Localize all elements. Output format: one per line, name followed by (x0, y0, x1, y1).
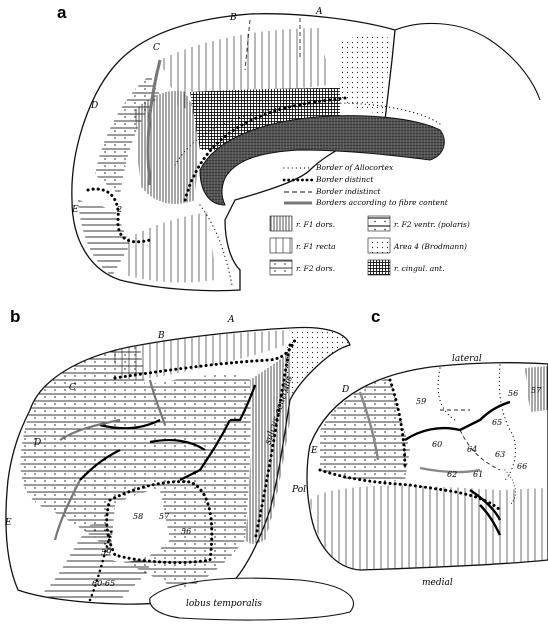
panel-a-region-r-f1-recta (125, 212, 215, 283)
panel-a-border-indistinct (244, 18, 301, 71)
panel-c-area-62: 62 (447, 470, 457, 479)
legend-r-f2-ventr: r. F2 ventr. (polaris) (394, 220, 470, 229)
panel-a-border-allocortex (174, 102, 441, 166)
panel-b-region-area-4 (282, 328, 350, 400)
panel-a-corpus-callosum (199, 115, 445, 206)
panel-a-area-c: C (153, 43, 160, 53)
panel-c-area-57: 57 (531, 386, 542, 395)
panel-c-sulci-grey (358, 391, 481, 474)
panel-c-region-horiz (320, 378, 410, 482)
legend-r-cingul-ant: r. cingul. ant. (394, 264, 444, 273)
panel-a-posterior-outline (394, 22, 541, 101)
panel-a-region-r-f1-dors (135, 90, 200, 205)
panel-a-border-distinct-cingulate (183, 96, 347, 202)
panel-c-label: c (371, 307, 380, 326)
panel-b-sulci-grey (53, 379, 167, 541)
panel-c-area-64: 64 (467, 445, 477, 454)
panel-a-border-fibre-content (146, 59, 162, 186)
panel-c-area-63: 63 (495, 450, 505, 459)
panel-b-area-c: C (69, 383, 76, 393)
panel-a-border-allocortex-lower (199, 204, 233, 286)
panel-a-area-d: D (90, 101, 98, 111)
panel-b-region-58 (110, 490, 170, 562)
panel-b-area-e: E (4, 518, 12, 528)
panel-c-border-allocortex (504, 469, 516, 506)
panel-c-region-vert (310, 485, 548, 570)
panel-c-border-indistinct (437, 364, 517, 481)
panel-b: b A B C D E 58 57 56 59 60-65 sulcus cen… (4, 307, 354, 621)
panel-c-pol: Pol (291, 485, 306, 495)
panel-a-region-r-cingul-ant (190, 88, 340, 150)
panel-c-area-65: 65 (492, 418, 502, 427)
panel-b-temporal-lobe-outline (149, 577, 354, 621)
panel-a-area-a: A (315, 7, 323, 17)
panel-c-medial: medial (422, 578, 453, 588)
panel-c-area-e: E (310, 446, 318, 456)
legend-border-fibre: Borders according to fibre content (315, 198, 449, 207)
panel-a-region-area-4 (340, 36, 390, 115)
panel-b-sulci (79, 384, 257, 481)
legend-r-f2-dors: r. F2 dors. (296, 264, 335, 273)
legend-r-f1-recta: r. F1 recta (296, 242, 336, 251)
legend-border-indistinct: Border indistinct (315, 187, 382, 196)
panel-c-area-66: 66 (517, 462, 527, 471)
panel-a-field-legend: r. F1 dors. r. F2 ventr. (polaris) r. F1… (269, 215, 470, 276)
panel-b-border-central (253, 343, 292, 542)
panel-c-lateral: lateral (452, 354, 482, 364)
panel-a-area-2: 2 (116, 205, 122, 214)
panel-c-border-distinct (318, 378, 502, 512)
legend-area-4: Area 4 (Brodmann) (393, 242, 467, 251)
panel-b-border-lower (88, 528, 114, 602)
panel-b-region-f2-dors (20, 345, 251, 590)
panel-c-region-lateral (525, 366, 548, 412)
panel-a-border-legend: Border of Allocortex Border distinct Bor… (282, 163, 449, 207)
panel-b-area-a: A (227, 315, 235, 325)
panel-a-border-distinct-orbital (86, 187, 152, 244)
panel-b-area-60-65: 60-65 (92, 579, 115, 588)
panel-b-area-57: 57 (159, 512, 170, 521)
panel-b-border-inferior (105, 480, 214, 564)
panel-b-area-59: 59 (101, 548, 111, 557)
panel-b-area-d: D (33, 438, 41, 448)
panel-b-area-58: 58 (133, 512, 143, 521)
panel-c-dashed-field (440, 409, 501, 471)
panel-b-region-precentral (245, 352, 290, 544)
panel-c-area-60: 60 (432, 440, 442, 449)
panel-b-label: b (10, 307, 20, 326)
panel-a: a A B C D E 2 Border of Allocortex (57, 3, 541, 292)
panel-c-area-61: 61 (473, 470, 483, 479)
panel-c: c lateral medial Pol D E 59 56 57 65 60 … (291, 307, 548, 588)
panel-a-area-b: B (229, 13, 237, 23)
panel-c-area-d: D (341, 385, 349, 395)
panel-a-label: a (57, 3, 67, 22)
panel-a-region-polaris (78, 200, 130, 276)
panel-b-area-b: B (157, 331, 165, 341)
panel-a-area-e: E (71, 205, 79, 215)
panel-b-lobus-temporalis: lobus temporalis (186, 599, 262, 609)
panel-c-sulci (404, 400, 511, 536)
legend-r-f1-dors: r. F1 dors. (296, 220, 335, 229)
panel-c-area-59: 59 (416, 397, 426, 406)
legend-border-allocortex: Border of Allocortex (315, 163, 394, 172)
panel-b-region-f1-dors (110, 330, 290, 380)
legend-border-distinct: Border distinct (315, 175, 374, 184)
panel-c-area-56: 56 (508, 389, 518, 398)
panel-b-area-56: 56 (181, 527, 191, 536)
